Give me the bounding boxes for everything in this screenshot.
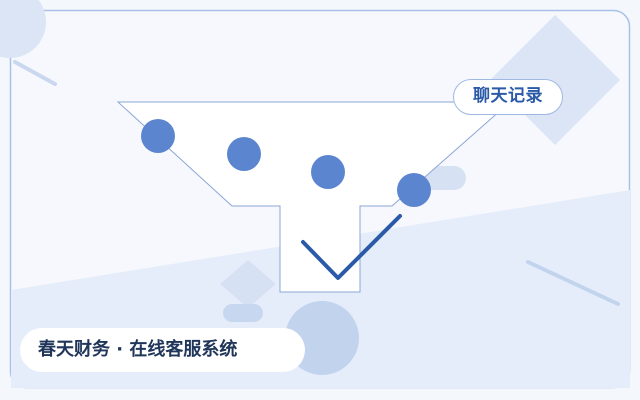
- footer-brand-title: 春天财务 · 在线客服系统: [20, 328, 305, 372]
- decor-diamond-left: [220, 260, 276, 308]
- funnel-dot-1: [141, 119, 175, 153]
- decor-pill-right: [420, 166, 466, 190]
- funnel-dot-2: [227, 137, 261, 171]
- decor-stroke-right: [526, 260, 620, 306]
- decor-stroke-top-left: [13, 60, 57, 86]
- funnel-dot-3: [311, 155, 345, 189]
- funnel-icon: [116, 101, 512, 293]
- checkmark-icon: [301, 214, 402, 280]
- chat-history-button[interactable]: 聊天记录: [453, 79, 563, 115]
- funnel-dot-4: [397, 173, 431, 207]
- decor-pill-left: [223, 304, 263, 322]
- decor-blob-top-left: [0, 0, 46, 58]
